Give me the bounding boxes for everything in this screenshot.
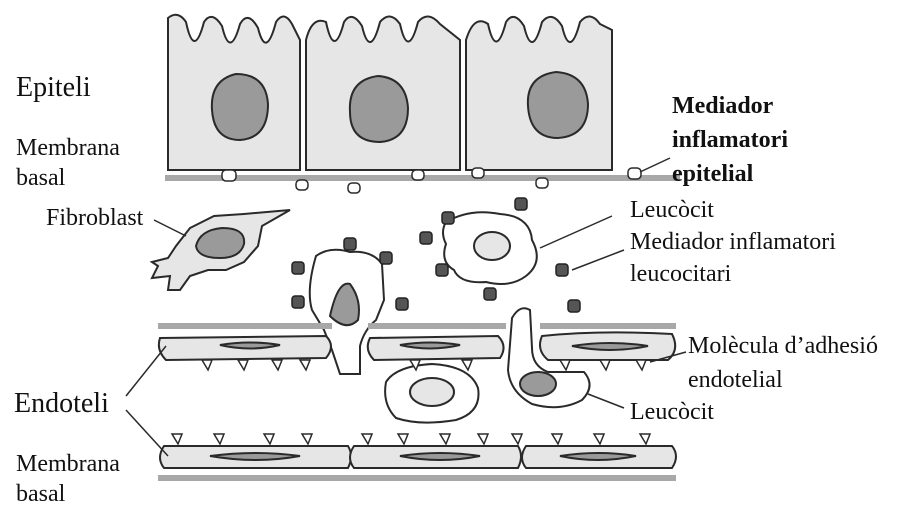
label-mediador-epitelial-line2: inflamatori [672, 128, 788, 152]
adhesion-molecule [440, 434, 450, 444]
label-leucocit-bottom: Leucòcit [630, 400, 714, 424]
leukocyte-mediator [420, 232, 432, 244]
leukocyte-mediator [292, 296, 304, 308]
leukocyte-mediator [442, 212, 454, 224]
label-molecula-adhesio-line1: Molècula d’adhesió [688, 334, 878, 358]
label-mediador-epitelial-line1: Mediador [672, 94, 773, 118]
leukocyte-mediator [515, 198, 527, 210]
adhesion-molecule [214, 434, 224, 444]
adhesion-molecule [302, 434, 312, 444]
label-leucocit-top: Leucòcit [630, 198, 714, 222]
endothelial-nucleus [572, 343, 648, 350]
epithelial-mediator [472, 168, 484, 178]
epithelial-mediator [628, 168, 641, 179]
adhesion-molecule [640, 434, 650, 444]
adhesion-molecule [264, 434, 274, 444]
leukocyte-mediator [484, 288, 496, 300]
epithelial-mediator [536, 178, 548, 188]
leukocyte-mediator [436, 264, 448, 276]
adhesion-molecule [172, 434, 182, 444]
leader-line-leukocyte-bottom [588, 394, 624, 408]
adhesion-molecule [512, 434, 522, 444]
endothelial-nucleus [400, 343, 460, 349]
nucleus [212, 74, 268, 140]
adhesion-molecule [636, 360, 646, 370]
adhesion-molecule [560, 360, 570, 370]
label-molecula-adhesio-line2: endotelial [688, 368, 783, 392]
adhesion-molecule [238, 360, 248, 370]
adhesion-molecule [398, 434, 408, 444]
leukocyte-mediator [396, 298, 408, 310]
leader-line-fibroblast [154, 220, 186, 236]
endothelial-nucleus [220, 343, 280, 349]
epithelial-mediator [412, 170, 424, 180]
leukocyte-nucleus [520, 372, 556, 396]
leader-line-endothelium-upper [126, 346, 166, 396]
label-membrana-basal-top-line2: basal [16, 166, 65, 190]
label-endoteli: Endoteli [14, 390, 109, 418]
label-fibroblast: Fibroblast [46, 206, 143, 230]
leukocyte-mediator [380, 252, 392, 264]
leukocyte-mediator [568, 300, 580, 312]
label-mediador-epitelial-line3: epitelial [672, 162, 753, 186]
label-mediador-leucocitari-line2: leucocitari [630, 262, 731, 286]
adhesion-molecules-lower [172, 434, 650, 444]
adhesion-molecule [552, 434, 562, 444]
endothelial-nucleus [400, 453, 480, 460]
adhesion-molecule [202, 360, 212, 370]
adhesion-molecule [478, 434, 488, 444]
leader-line-epithelial-mediator [640, 158, 670, 172]
adhesion-molecule [594, 434, 604, 444]
lower-endothelium [160, 446, 676, 468]
adhesion-molecule [462, 360, 472, 370]
endothelial-nucleus [210, 453, 300, 460]
leukocyte-mediator [292, 262, 304, 274]
nucleus [528, 72, 588, 138]
endothelial-nucleus [560, 453, 636, 460]
leader-line-endothelium-lower [126, 410, 168, 456]
label-membrana-basal-bottom-line2: basal [16, 482, 65, 506]
upper-endothelium [159, 332, 675, 360]
epithelial-mediator [222, 170, 236, 181]
label-membrana-basal-top-line1: Membrana [16, 136, 120, 160]
fibroblast-cell [152, 210, 290, 290]
leukocyte-nucleus [474, 232, 510, 260]
nucleus [350, 76, 408, 142]
label-membrana-basal-bottom-line1: Membrana [16, 452, 120, 476]
leader-line-leukocyte-mediator [572, 250, 624, 270]
leader-line-leukocyte-top [540, 216, 612, 248]
epithelial-mediator [296, 180, 308, 190]
leukocyte-nucleus [410, 378, 454, 406]
leukocyte-mediator [556, 264, 568, 276]
label-epiteli: Epiteli [16, 74, 91, 102]
adhesion-molecule [362, 434, 372, 444]
label-mediador-leucocitari-line1: Mediador inflamatori [630, 230, 836, 254]
leukocyte-mediator [344, 238, 356, 250]
adhesion-molecule [600, 360, 610, 370]
epithelial-mediator [348, 183, 360, 193]
adhesion-molecule [300, 360, 310, 370]
adhesion-molecule [272, 360, 282, 370]
